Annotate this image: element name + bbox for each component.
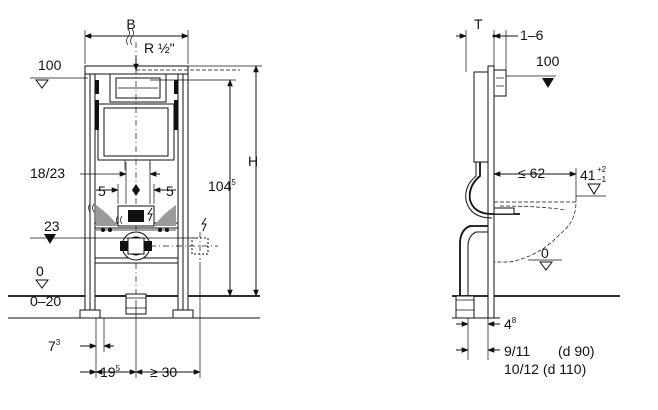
side-view — [452, 30, 620, 360]
water-supply-icon — [126, 28, 134, 46]
level-23-label: 23 — [44, 218, 60, 234]
dim-5-left-label: 5 — [98, 183, 106, 199]
center-diamond-icon — [132, 184, 140, 196]
dim-7-label: 73 — [48, 338, 61, 354]
level-triangle-icon — [587, 183, 601, 195]
range-0-20-label: 0–20 — [30, 293, 61, 309]
water-supply-icon — [88, 203, 123, 225]
front-view — [8, 28, 262, 378]
height-label: H — [248, 153, 258, 169]
dim-10-12-label: 10/12 (d 110) — [504, 361, 586, 377]
connection-label: R ½" — [144, 40, 175, 56]
frame-right-foot — [172, 309, 194, 319]
wc-bowl-outline — [493, 201, 577, 263]
labels: B R ½" 100 H 1045 18/23 5 5 23 0 0–20 73… — [30, 16, 607, 380]
dim-18-23-label: 18/23 — [30, 165, 65, 181]
side-cistern — [473, 71, 489, 163]
level-0-label: 0 — [36, 263, 44, 279]
level-triangle-icon — [44, 234, 56, 244]
level-100-label: 100 — [38, 57, 62, 73]
dim-41-sup-top: +2 — [597, 165, 607, 174]
dim-41-sup-bottom: −1 — [597, 175, 607, 184]
width-label: B — [126, 16, 135, 32]
dim-104-label: 1045 — [208, 178, 236, 194]
electrical-icon — [147, 207, 153, 222]
level-triangle-icon — [35, 279, 49, 289]
frame-left-foot — [79, 309, 101, 319]
dim-41-label: 41 — [580, 167, 596, 183]
level-triangle-icon — [35, 79, 49, 89]
side-frame — [487, 65, 495, 319]
dim-5-right-label: 5 — [166, 183, 174, 199]
dim-9-11-label: 9/11 — [504, 343, 530, 359]
dim-19-label: 195 — [100, 364, 121, 380]
level-triangle-icon — [542, 78, 554, 88]
electrical-icon — [201, 217, 207, 232]
level-triangle-icon — [539, 261, 553, 271]
side-actuator — [493, 69, 507, 97]
side-level-0-label: 0 — [541, 245, 549, 261]
depth-label: T — [474, 16, 483, 32]
dim-30-label: ≥ 30 — [150, 364, 177, 380]
dim-1-6-label: 1–6 — [520, 27, 544, 43]
dim-4-label: 48 — [504, 316, 517, 332]
side-level-100-label: 100 — [536, 53, 560, 69]
dim-9-11-note: (d 90) — [558, 343, 595, 359]
dim-62-label: ≤ 62 — [518, 165, 545, 181]
